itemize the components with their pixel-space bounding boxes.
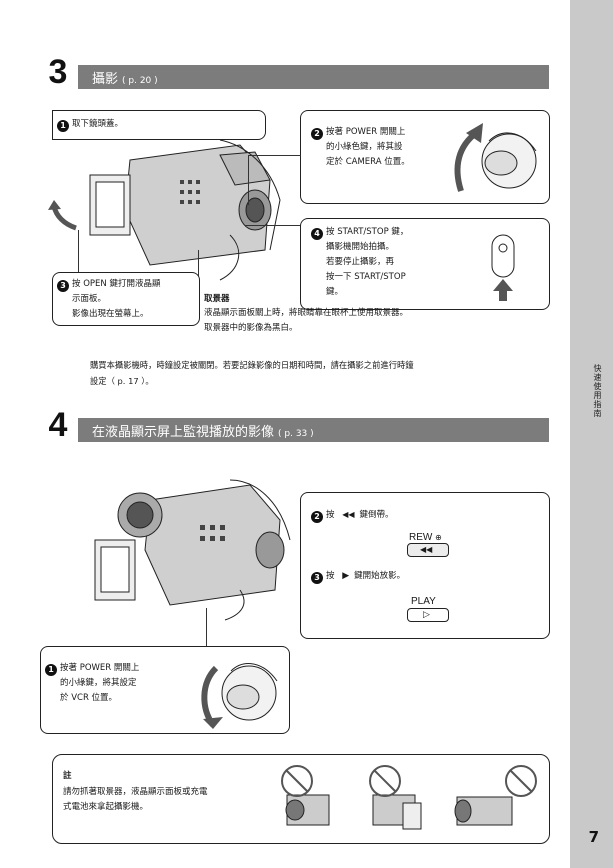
play-post: 鍵開始放影。	[354, 571, 406, 581]
step-1-text: 取下鏡頭蓋。	[72, 119, 124, 129]
step-4-line-5: 鍵。	[326, 287, 344, 297]
play-button[interactable]: ▷	[407, 608, 449, 622]
step-2-line-1: 按著 POWER 開關上	[326, 127, 406, 137]
connector-line	[78, 230, 79, 272]
camcorder-illustration	[89, 139, 281, 281]
section-3-number: 3	[38, 55, 78, 89]
no-hold-battery-icon	[454, 765, 537, 826]
rew-label: REW ⊕	[409, 532, 442, 543]
rew-button[interactable]: ◀◀	[407, 543, 449, 557]
step-4-line-1: 按 START/STOP 鍵，	[326, 227, 409, 237]
step-3-line-1: 按 OPEN 鍵打開液晶顯	[72, 279, 161, 289]
rewind-pre: 按	[326, 510, 335, 520]
play-icon: ▶	[342, 571, 350, 581]
play-icon: ▷	[423, 610, 430, 620]
step-4-line-3: 若要停止攝影，再	[326, 257, 395, 267]
step-1-number: 1	[57, 120, 69, 132]
power-switch-illustration	[454, 123, 537, 192]
connector-line	[248, 155, 301, 156]
rewind-icon: ◀◀	[342, 510, 355, 519]
section-3-header: 3 攝影( p. 20 )	[38, 55, 549, 89]
caution-line-1: 請勿抓著取景器，液晶顯示面板或充電	[63, 787, 208, 797]
step-2-number: 2	[311, 128, 323, 140]
connector-line	[198, 250, 199, 292]
rewind-icon: ◀◀	[420, 545, 433, 554]
connector-line	[248, 155, 249, 205]
clock-note-line-2: 設定（ p. 17 ）。	[90, 376, 154, 386]
no-hold-viewfinder-icon	[281, 765, 330, 826]
caution-box: 註 請勿抓著取景器，液晶顯示面板或充電 式電池來拿起攝影機。	[52, 754, 550, 844]
step-4-line-2: 攝影機開始拍攝。	[326, 242, 395, 252]
step-3-number: 3	[311, 572, 323, 584]
step-1-number: 1	[45, 664, 57, 676]
step-2-line-2: 的小綠色鍵，將其設	[326, 142, 403, 152]
step-4-number: 4	[311, 228, 323, 240]
step-3-line-3: 影像出現在螢幕上。	[72, 309, 149, 319]
power-line-3: 於 VCR 位置。	[60, 693, 118, 703]
start-stop-button-illustration	[491, 234, 515, 301]
sidebar-label: 快速使用指南	[593, 364, 602, 418]
section-3-title: 攝影( p. 20 )	[92, 72, 158, 87]
step-3-number: 3	[57, 280, 69, 292]
section-4-header: 4 在液晶顯示屏上監視播放的影像( p. 33 )	[38, 408, 549, 442]
rewind-post: 鍵倒帶。	[359, 510, 394, 520]
viewfinder-line-1: 液晶顯示面板關上時，將眼睛靠在眼杯上使用取景器。	[204, 308, 409, 318]
viewfinder-line-2: 取景器中的影像為黑白。	[204, 323, 298, 333]
connector-line	[245, 225, 301, 226]
power-line-2: 的小綠鍵，將其設定	[60, 678, 137, 688]
play-pre: 按	[326, 571, 335, 581]
power-switch-vcr-illustration	[201, 663, 278, 729]
section-4-title: 在液晶顯示屏上監視播放的影像( p. 33 )	[92, 425, 314, 440]
open-arrow-icon	[48, 200, 77, 231]
caution-line-2: 式電池來拿起攝影機。	[63, 802, 149, 812]
play-label: PLAY	[411, 596, 436, 607]
step-2-number: 2	[311, 511, 323, 523]
caution-heading: 註	[63, 771, 72, 781]
clock-note-line-1: 購買本攝影機時，時鐘設定被關閉。若要記錄影像的日期和時間，請在攝影之前進行時鐘	[90, 360, 414, 370]
counter-reset-icon: ⊕	[435, 533, 442, 542]
connector-line	[206, 608, 207, 646]
camcorder-playback-illustration	[94, 479, 291, 621]
power-line-1: 按著 POWER 開關上	[60, 663, 140, 673]
page-number: 7	[588, 828, 599, 846]
no-hold-lcd-icon	[369, 765, 422, 830]
section-4-number: 4	[38, 408, 78, 442]
step-2-line-3: 定於 CAMERA 位置。	[326, 157, 410, 167]
viewfinder-heading: 取景器	[204, 294, 230, 304]
sidebar-tab	[570, 0, 613, 868]
step-3-line-2: 示面板。	[72, 294, 107, 304]
step-4-line-4: 按一下 START/STOP	[326, 272, 406, 282]
